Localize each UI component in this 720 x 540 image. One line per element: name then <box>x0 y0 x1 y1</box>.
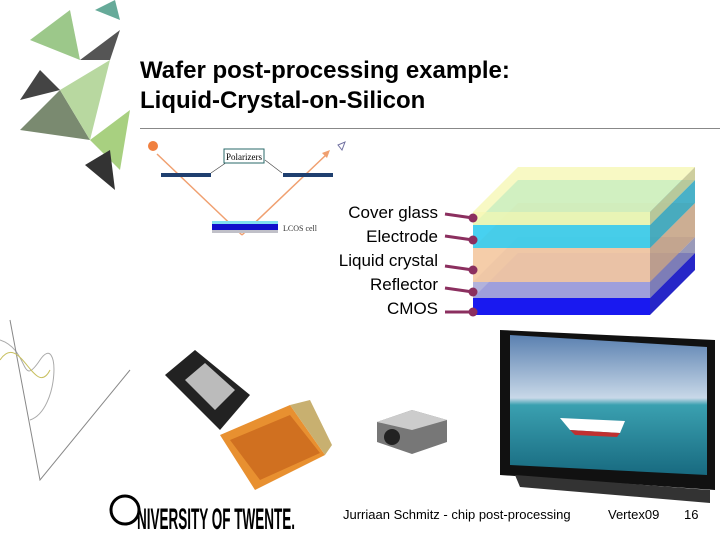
polarizer-right <box>283 173 333 177</box>
projector-photo <box>377 410 447 454</box>
footer-page-number: 16 <box>684 507 699 522</box>
polarizer-left <box>161 173 211 177</box>
decorative-sketch <box>0 319 131 482</box>
layer-pointer <box>444 212 474 220</box>
lcos-optics-diagram: Polarizers LCOS cell <box>148 141 346 236</box>
title-line-2: Liquid-Crystal-on-Silicon <box>140 87 426 114</box>
tv-photo <box>500 330 715 503</box>
lcos-layer-stack <box>444 167 695 317</box>
slide-title: Wafer post-processing example: Liquid-Cr… <box>140 56 510 116</box>
title-line-1: Wafer post-processing example: <box>140 57 510 84</box>
light-source-icon <box>148 141 158 151</box>
layer-pointer <box>444 286 474 294</box>
layer-label-cmos: CMOS <box>387 299 438 318</box>
polarizers-label: Polarizers <box>226 152 262 162</box>
layer-label-cover-glass: Cover glass <box>348 203 438 222</box>
layer-pointer-dot <box>468 235 478 245</box>
layer-pointer-dot <box>468 287 478 297</box>
layer-cover-glass <box>473 167 695 225</box>
layer-pointer-dot <box>468 265 478 275</box>
layer-label-electrode: Electrode <box>366 227 438 246</box>
footer-event: Vertex09 <box>608 507 660 522</box>
layer-label-liquid-crystal: Liquid crystal <box>338 251 438 270</box>
lcos-chip-photo <box>165 350 332 490</box>
eye-icon <box>337 141 346 151</box>
layer-pointer-dot <box>468 307 478 317</box>
title-divider <box>140 128 720 129</box>
university-logo: NIVERSITY OF TWENTE. <box>109 494 295 536</box>
layer-pointer <box>444 234 474 242</box>
footer-author: Jurriaan Schmitz - chip post-processing <box>343 507 571 522</box>
svg-text:NIVERSITY OF TWENTE.: NIVERSITY OF TWENTE. <box>137 503 295 536</box>
layer-pointer <box>444 264 474 272</box>
lcos-cell-label: LCOS cell <box>283 224 318 233</box>
layer-label-reflector: Reflector <box>369 275 438 294</box>
layer-pointer-dot <box>468 213 478 223</box>
decorative-polyhedra <box>20 0 130 190</box>
